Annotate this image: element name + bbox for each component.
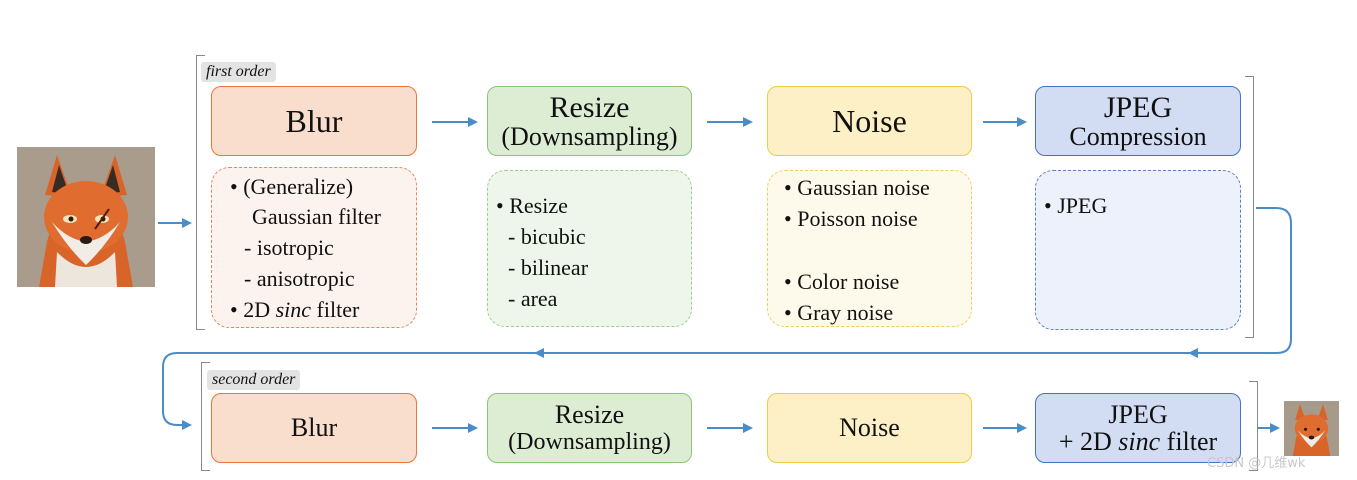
first-order-bracket-left — [196, 55, 205, 330]
resize-subtitle: (Downsampling) — [501, 122, 678, 152]
noise2-title: Noise — [839, 413, 900, 442]
jpeg2-subtitle: + 2D sinc filter — [1058, 427, 1218, 456]
resize-options-box: • Resize - bicubic - bilinear - area — [487, 170, 692, 327]
first-order-jpeg-box: JPEG Compression — [1035, 86, 1241, 156]
second-order-jpeg-box: JPEG + 2D sinc filter — [1035, 393, 1241, 463]
blur2-title: Blur — [290, 413, 338, 442]
blur-item-isotropic: - isotropic — [244, 235, 334, 260]
jpeg-subtitle: Compression — [1069, 122, 1207, 152]
resize2-title: Resize — [554, 399, 625, 429]
first-order-blur-box: Blur — [211, 86, 417, 156]
blur-options-box: • (Generalize) Gaussian filter - isotrop… — [211, 167, 417, 328]
fox-portrait-image — [17, 147, 155, 287]
second-order-noise-box: Noise — [767, 393, 972, 463]
fox-portrait-small-image — [1284, 401, 1339, 456]
first-order-resize-box: Resize (Downsampling) — [487, 86, 692, 156]
blur-title: Blur — [285, 103, 343, 139]
noise-item-color: • Color noise — [784, 269, 900, 294]
jpeg-title: JPEG — [1103, 90, 1173, 124]
resize-item-bilinear: - bilinear — [508, 255, 589, 280]
blur-item-sinc: • 2D sinc filter — [230, 297, 360, 322]
arrow-first-to-second-order — [1200, 207, 1292, 354]
second-order-bracket-left — [201, 362, 210, 471]
input-image — [17, 147, 155, 287]
resize-item-bicubic: - bicubic — [508, 224, 586, 249]
first-order-noise-box: Noise — [767, 86, 972, 156]
watermark: CSDN @几维wk — [1207, 456, 1306, 471]
first-order-tag: first order — [201, 62, 276, 82]
second-order-blur-box: Blur — [211, 393, 417, 463]
second-order-resize-box: Resize (Downsampling) — [487, 393, 692, 463]
resize-item-area: - area — [508, 286, 558, 311]
resize-title: Resize — [549, 90, 630, 124]
blur-item-anisotropic: - anisotropic — [244, 266, 355, 291]
noise-item-poisson: • Poisson noise — [784, 206, 918, 231]
jpeg-item-jpeg: • JPEG — [1044, 193, 1108, 218]
resize-item-resize: • Resize — [496, 193, 568, 218]
resize2-subtitle: (Downsampling) — [508, 429, 671, 456]
noise-options-box: • Gaussian noise • Poisson noise • Color… — [767, 170, 972, 327]
jpeg-options-box: • JPEG — [1035, 170, 1241, 330]
second-order-tag: second order — [207, 370, 301, 390]
noise-item-gaussian: • Gaussian noise — [784, 175, 930, 200]
noise-title: Noise — [832, 103, 907, 139]
first-order-bracket-right — [1245, 76, 1254, 338]
second-order-bracket-right — [1249, 381, 1258, 471]
blur-item-generalize: • (Generalize) — [230, 174, 354, 199]
noise-item-gray: • Gray noise — [784, 300, 894, 325]
jpeg2-title: JPEG — [1108, 399, 1168, 429]
blur-item-gaussian: Gaussian filter — [252, 204, 381, 229]
output-image — [1284, 401, 1339, 456]
